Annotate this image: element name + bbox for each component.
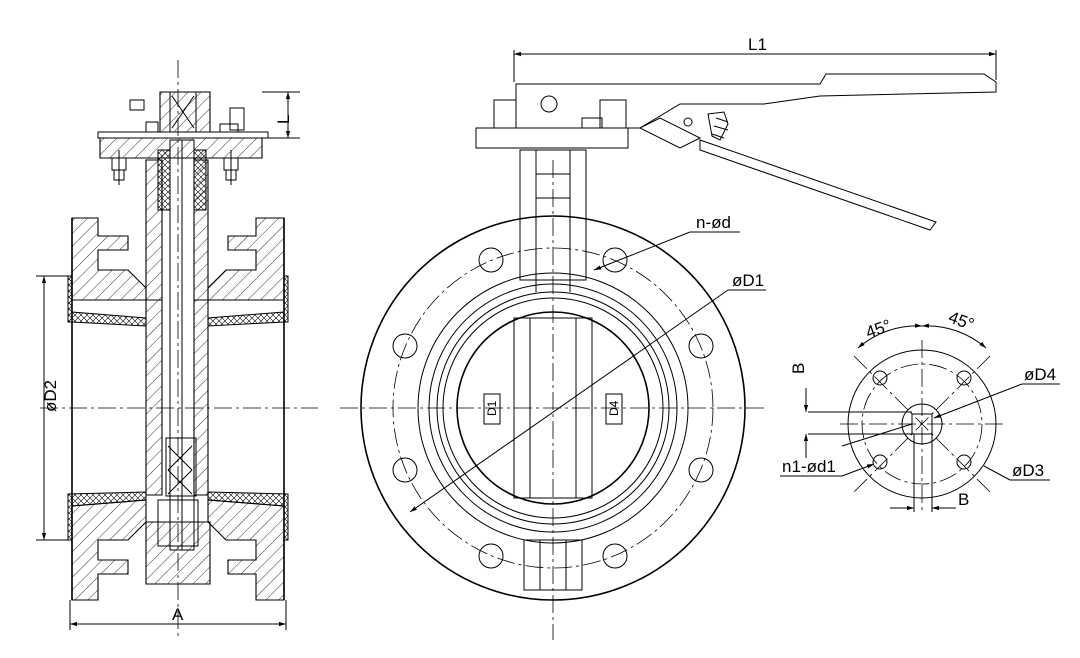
disc-right-hub [193, 299, 209, 496]
angle-right-label: 45° [946, 308, 977, 335]
bottom-stem-pocket [157, 499, 199, 547]
stem-square [169, 91, 197, 133]
leader-D3-label: øD3 [1012, 461, 1044, 480]
stop-block [145, 121, 159, 133]
flange-bolt-holes [392, 247, 714, 569]
liner-outer-circle [428, 283, 678, 533]
leader-n-d [593, 231, 691, 271]
dim-B-top-label: B [789, 363, 808, 374]
bolt-circle [392, 247, 714, 569]
bottom-boss [145, 521, 211, 585]
raised-face-circle [417, 272, 689, 544]
lock-pin-left [129, 99, 145, 111]
stop-block-right [219, 123, 239, 133]
leader-D1-label: øD1 [732, 271, 764, 290]
lower-left-body [71, 499, 147, 601]
stem-square-cross [171, 95, 195, 129]
leader-D1 [409, 289, 729, 513]
leader-n-d-label: n-ød [696, 213, 731, 232]
stem-bushing-left [157, 149, 171, 211]
detail-diagonal-2 [853, 355, 991, 493]
disc-D1-label: D1 [485, 400, 499, 416]
D1-label-box [483, 393, 501, 425]
dim-L-label: L [274, 115, 293, 124]
leader-D4-label: øD4 [1024, 365, 1056, 384]
D4-label-box [605, 393, 623, 425]
mounting-bolts [111, 150, 239, 185]
disc-plate [513, 317, 593, 499]
disc-left-hub [145, 299, 163, 496]
lock-pin-right [229, 107, 245, 131]
dim-A-label: A [172, 605, 184, 624]
front-neck-window [535, 173, 571, 199]
angle-arc-right [921, 323, 987, 349]
lever-handle [475, 73, 997, 231]
disc-D4-label: D4 [607, 400, 621, 416]
handle-head [159, 91, 211, 133]
top-flange-detail: B B 45° 45° øD4 øD3 n1-ød1 [780, 308, 1060, 512]
section-view: L øD2 A [36, 60, 318, 640]
front-bottom-boss [523, 539, 583, 591]
stem-lower-cross [167, 445, 193, 495]
detail-bolt-holes [872, 370, 972, 470]
front-view: D1 D4 L1 n-ød øD1 [340, 35, 997, 640]
stem-bushing-right [193, 149, 207, 211]
bore-circle [456, 311, 650, 505]
mounting-plate [99, 137, 263, 159]
leader-D3 [983, 465, 1011, 481]
upper-left-body [71, 217, 147, 301]
upper-right-body [207, 217, 285, 301]
angle-arc-left [857, 323, 923, 349]
body-outline [71, 218, 285, 600]
liner-ring-1 [436, 291, 670, 525]
top-plate [97, 131, 269, 139]
leader-n1-d1-label: n1-ød1 [782, 457, 836, 476]
flange-outer-circle [360, 215, 746, 601]
dim-D2-label: øD2 [41, 380, 60, 412]
angle-left-label: 45° [863, 316, 894, 343]
dim-B-bottom-label: B [958, 490, 969, 509]
leader-n1-d1-ref [841, 423, 913, 447]
leader-n1-d1 [841, 463, 875, 477]
dim-L1-label: L1 [748, 35, 767, 54]
liner-ring-2 [442, 297, 664, 519]
leader-D4 [933, 383, 1023, 419]
front-neck [519, 149, 587, 281]
lower-right-body [207, 499, 285, 601]
